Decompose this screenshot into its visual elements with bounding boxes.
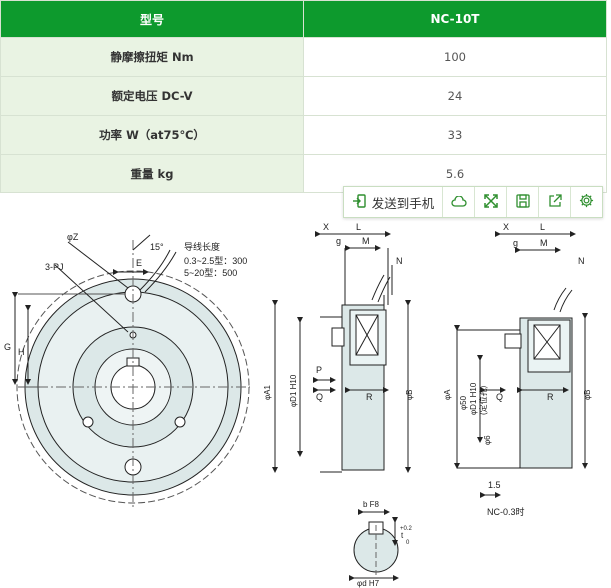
- d1-label: φD1 H10: [289, 374, 298, 407]
- front-view-labels: φZ 15° 3-PJ E G H 导线长度 0.3~2.5型：300 5~20…: [4, 232, 247, 357]
- side-view: [272, 231, 411, 473]
- q-label: Q: [316, 392, 323, 402]
- send-to-phone-icon: [352, 193, 366, 211]
- front-view: [12, 234, 250, 510]
- shaft-labels: b F8 t +0.2 0 φd H7: [357, 500, 413, 588]
- settings-button[interactable]: [571, 187, 602, 217]
- lead-line-1: 0.3~2.5型：300: [184, 256, 247, 266]
- d1-label: φD1 H10: [469, 382, 478, 415]
- row-label: 重量 kg: [0, 154, 304, 193]
- m-label: M: [362, 236, 370, 246]
- x-label: X: [323, 222, 329, 232]
- share-button[interactable]: [539, 187, 571, 217]
- r-label: R: [547, 392, 554, 402]
- dim-label: 1.5: [488, 480, 501, 490]
- b-label: b F8: [363, 500, 380, 509]
- row-value: 33: [303, 115, 607, 155]
- table-row: 额定电压 DC-V 24: [0, 76, 607, 116]
- row-label: 额定电压 DC-V: [0, 76, 304, 116]
- fullscreen-button[interactable]: [475, 187, 507, 217]
- x-label: X: [503, 222, 509, 232]
- table-header-row: 型号 NC-10T: [0, 0, 607, 38]
- header-label: 型号: [0, 0, 304, 38]
- p-label: P: [316, 365, 322, 375]
- row-value: 100: [303, 37, 607, 77]
- table-row: 功率 W（at75℃） 33: [0, 115, 607, 155]
- g-label: G: [4, 342, 11, 352]
- table-row: 重量 kg 5.6: [0, 154, 607, 193]
- share-icon: [548, 193, 562, 212]
- header-model: NC-10T: [303, 0, 607, 38]
- cloud-icon: [450, 193, 467, 212]
- technical-drawing: φZ 15° 3-PJ E G H 导线长度 0.3~2.5型：300 5~20…: [4, 222, 592, 588]
- angle-label: 15°: [150, 242, 164, 252]
- n-label: N: [396, 256, 403, 266]
- r-label: R: [366, 392, 373, 402]
- row-label: 静摩擦扭矩 Nm: [0, 37, 304, 77]
- side-view-2-labels: X L g M N Q R φA φ50 φD1 H10 (定位孔) φ6 φB…: [443, 222, 592, 517]
- l-label: L: [356, 222, 361, 232]
- b-label: φB: [583, 389, 592, 400]
- settings-icon: [579, 193, 594, 212]
- caption: NC-0.3时: [487, 506, 525, 517]
- fullscreen-icon: [483, 193, 498, 212]
- save-button[interactable]: [507, 187, 539, 217]
- shaft-detail: [349, 509, 399, 581]
- six-label: φ6: [483, 435, 492, 445]
- spec-table: 型号 NC-10T 静摩擦扭矩 Nm 100 额定电压 DC-V 24 功率 W…: [0, 0, 607, 193]
- n-label: N: [578, 256, 585, 266]
- g-label: g: [336, 236, 341, 246]
- send-to-phone-label: 发送到手机: [371, 195, 435, 211]
- e-label: E: [136, 258, 142, 268]
- row-value: 24: [303, 76, 607, 116]
- side-view-labels: X L g M N P Q R φA1 φD1 H10 φB: [263, 222, 414, 407]
- table-row: 静摩擦扭矩 Nm 100: [0, 37, 607, 77]
- t-label: t: [401, 531, 404, 540]
- t-sub: 0: [406, 540, 410, 546]
- h-label: H: [18, 347, 25, 357]
- m-label: M: [540, 238, 548, 248]
- side-view-2: [454, 231, 588, 498]
- save-icon: [515, 193, 530, 212]
- send-to-phone-button[interactable]: 发送到手机: [344, 187, 443, 217]
- q-label: Q: [496, 392, 503, 402]
- l-label: L: [540, 222, 545, 232]
- d1-note: (定位孔): [478, 385, 488, 415]
- lead-line-2: 5~20型：500: [184, 268, 237, 278]
- fifty-label: φ50: [459, 395, 468, 410]
- tap-label: 3-PJ: [45, 262, 64, 272]
- cloud-button[interactable]: [443, 187, 475, 217]
- d-label: φd H7: [357, 579, 380, 588]
- a-label: φA: [443, 389, 452, 400]
- floating-toolbar: 发送到手机: [343, 186, 603, 218]
- b-label: φB: [405, 389, 414, 400]
- lead-title: 导线长度: [184, 241, 220, 252]
- phi-z-label: φZ: [67, 232, 79, 242]
- row-label: 功率 W（at75℃）: [0, 115, 304, 155]
- t-sup: +0.2: [400, 526, 413, 532]
- a1-label: φA1: [263, 384, 272, 400]
- g-label: g: [513, 238, 518, 248]
